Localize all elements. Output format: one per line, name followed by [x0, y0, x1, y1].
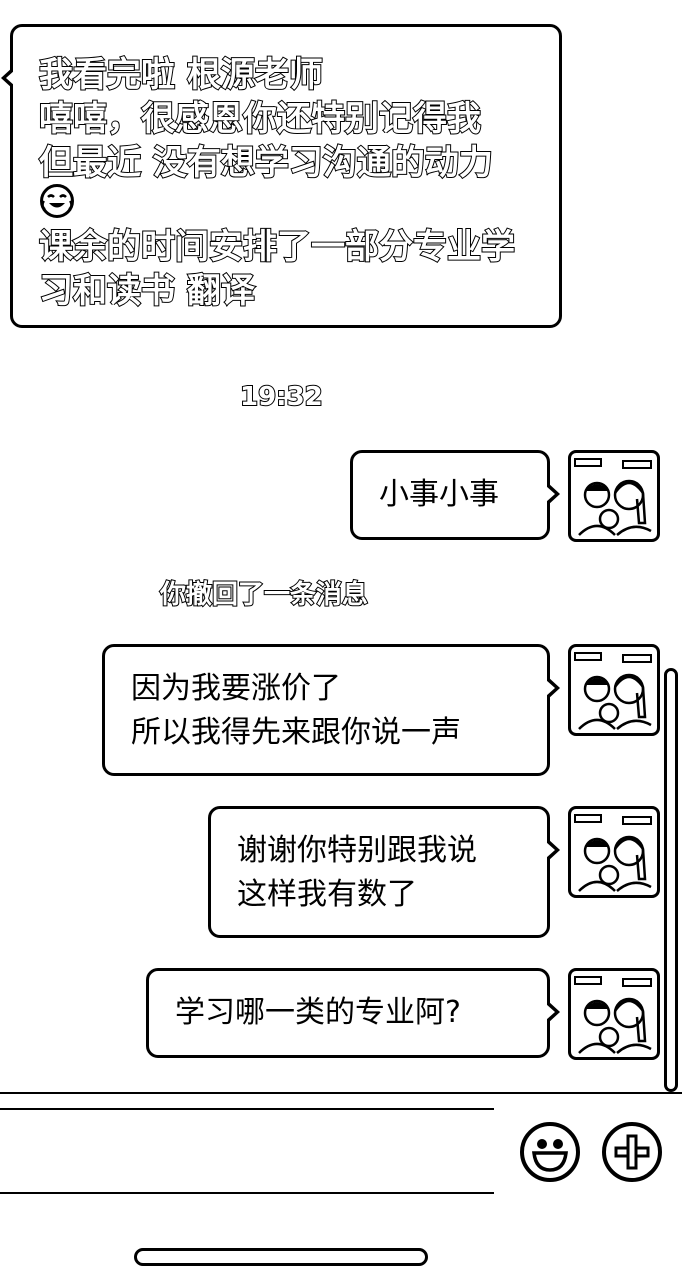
cartoon-family-avatar [574, 976, 652, 1054]
incoming-line-4: 课余的时间安排了一部分专业学 [38, 226, 516, 268]
laughing-tears-icon [40, 184, 74, 218]
home-indicator[interactable] [134, 1248, 428, 1266]
user-avatar[interactable] [568, 968, 660, 1060]
incoming-line-5: 习和读书 翻译 [38, 270, 256, 312]
cartoon-family-avatar [574, 814, 652, 892]
outgoing-text-4: 学习哪一类的专业阿? [175, 995, 461, 1030]
incoming-line-3: 但最近 没有想学习沟通的动力 [38, 142, 494, 184]
outgoing-text-1: 小事小事 [379, 477, 499, 512]
outgoing-text-3b: 这样我有数了 [237, 877, 417, 912]
user-avatar[interactable] [568, 450, 660, 542]
input-bar-divider [0, 1092, 682, 1094]
cartoon-family-avatar [574, 652, 652, 730]
outgoing-message-bubble-4[interactable]: 学习哪一类的专业阿? [146, 968, 560, 1058]
chat-scrollbar[interactable] [664, 668, 678, 1092]
input-field-top-border [0, 1108, 494, 1110]
plus-icon [614, 1134, 650, 1170]
outgoing-message-bubble-3[interactable]: 谢谢你特别跟我说 这样我有数了 [208, 806, 560, 938]
outgoing-text-3a: 谢谢你特别跟我说 [237, 833, 477, 868]
input-field-bottom-border [0, 1192, 494, 1194]
incoming-line-2: 嘻嘻，很感恩你还特别记得我 [38, 98, 482, 140]
outgoing-message-bubble-1[interactable]: 小事小事 [350, 450, 560, 540]
cartoon-family-avatar [574, 458, 652, 536]
user-avatar[interactable] [568, 644, 660, 736]
incoming-message-bubble[interactable]: 我看完啦 根源老师 嘻嘻，很感恩你还特别记得我 但最近 没有想学习沟通的动力 课… [1, 24, 562, 328]
message-timestamp: 19:32 [239, 381, 324, 413]
outgoing-text-2b: 所以我得先来跟你说一声 [131, 715, 461, 750]
recall-notice: 你撤回了一条消息 [159, 579, 369, 611]
outgoing-text-2a: 因为我要涨价了 [131, 671, 341, 706]
user-avatar[interactable] [568, 806, 660, 898]
incoming-line-1: 我看完啦 根源老师 [38, 54, 324, 96]
outgoing-message-bubble-2[interactable]: 因为我要涨价了 所以我得先来跟你说一声 [102, 644, 560, 776]
smiley-icon [532, 1139, 568, 1172]
emoji-button[interactable] [520, 1122, 580, 1182]
more-button[interactable] [602, 1122, 662, 1182]
message-input[interactable] [0, 1112, 494, 1192]
